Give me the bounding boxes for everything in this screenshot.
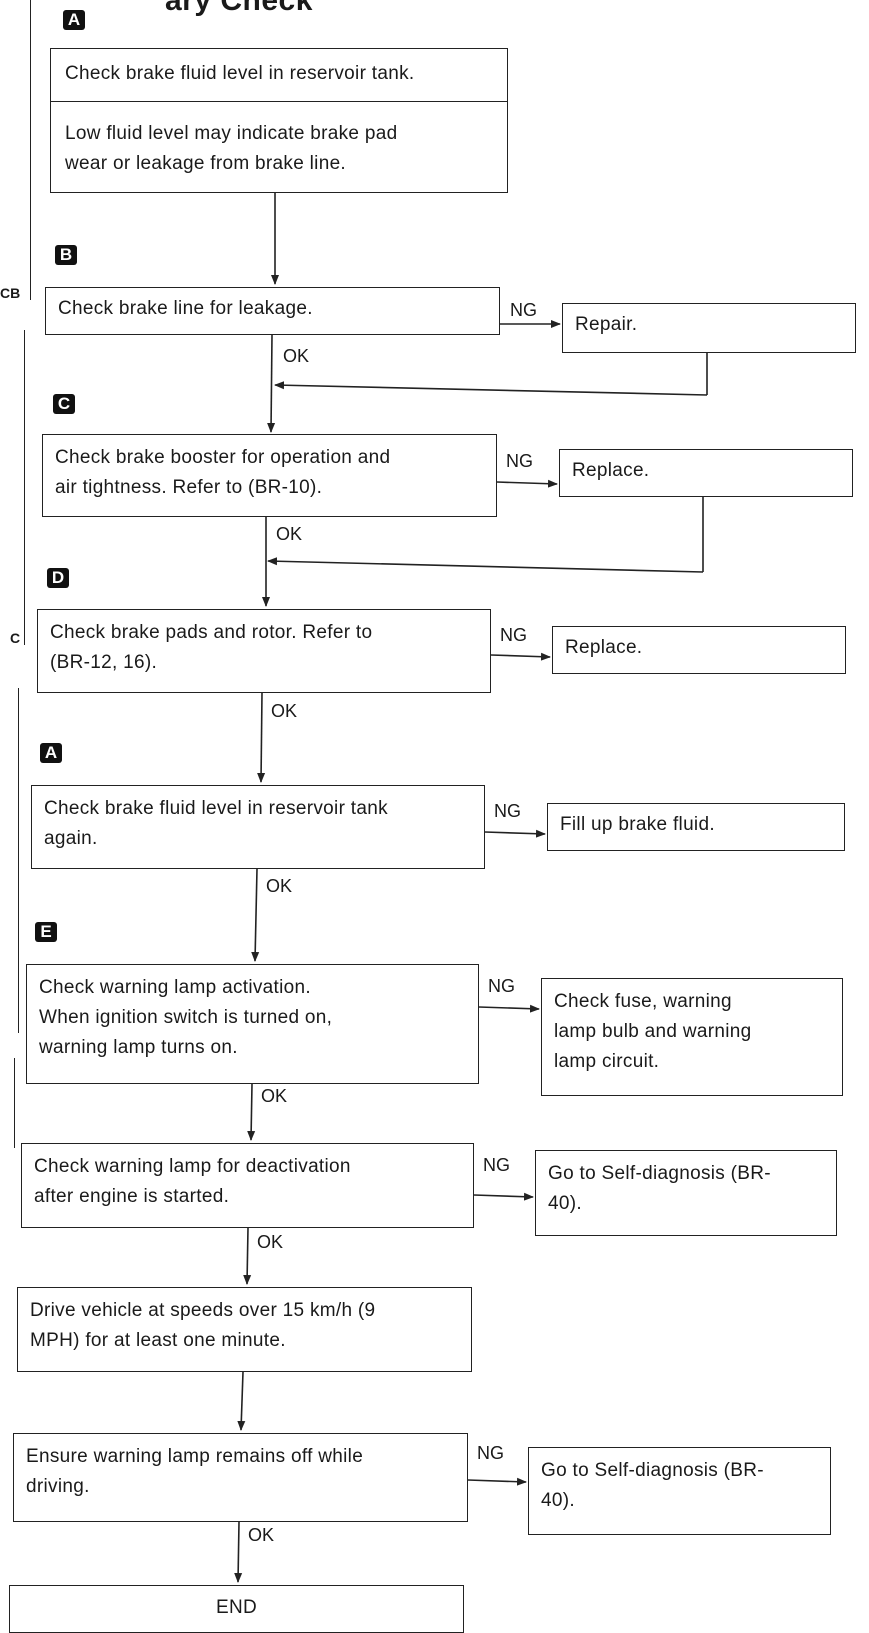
step-text: Fill up brake fluid. xyxy=(560,814,715,835)
step-text: after engine is started. xyxy=(34,1186,230,1207)
ng-label: NG xyxy=(500,625,527,645)
step-text: Go to Self-diagnosis (BR- xyxy=(541,1460,764,1481)
step-text: 40). xyxy=(541,1490,575,1511)
step-text: lamp circuit. xyxy=(554,1051,660,1072)
box-divider xyxy=(51,101,507,102)
step-replace-pads: Replace. xyxy=(552,626,846,674)
step-self-diagnosis: Go to Self-diagnosis (BR- 40). xyxy=(528,1447,831,1535)
step-text: Go to Self-diagnosis (BR- xyxy=(548,1163,771,1184)
step-text: Check brake fluid level in reservoir tan… xyxy=(44,798,388,819)
section-marker-b: B xyxy=(55,245,77,265)
step-check-lamp-activation: Check warning lamp activation. When igni… xyxy=(26,964,479,1084)
ng-label: NG xyxy=(494,801,521,821)
step-text: Check brake fluid level in reservoir tan… xyxy=(65,63,415,84)
step-text: Check brake booster for operation and xyxy=(55,447,391,468)
ok-label: OK xyxy=(248,1525,275,1545)
left-edge-fragment-c: C xyxy=(10,630,21,646)
step-text: Repair. xyxy=(575,314,638,335)
step-repair: Repair. xyxy=(562,303,856,353)
step-check-brake-booster: Check brake booster for operation and ai… xyxy=(42,434,497,517)
step-check-fuse-bulb-circuit: Check fuse, warning lamp bulb and warnin… xyxy=(541,978,843,1096)
step-text: Drive vehicle at speeds over 15 km/h (9 xyxy=(30,1300,376,1321)
step-text: Check warning lamp activation. xyxy=(39,977,311,998)
step-fill-brake-fluid: Fill up brake fluid. xyxy=(547,803,845,851)
step-drive-vehicle: Drive vehicle at speeds over 15 km/h (9 … xyxy=(17,1287,472,1372)
step-text: Replace. xyxy=(565,637,643,658)
ng-label: NG xyxy=(477,1443,504,1463)
step-text: Ensure warning lamp remains off while xyxy=(26,1446,364,1467)
ok-label: OK xyxy=(283,346,310,366)
section-marker-d: D xyxy=(47,568,69,588)
step-text: END xyxy=(215,1597,257,1618)
step-self-diagnosis: Go to Self-diagnosis (BR- 40). xyxy=(535,1150,837,1236)
step-note: Low fluid level may indicate brake pad xyxy=(65,123,398,144)
step-text: Check warning lamp for deactivation xyxy=(34,1156,351,1177)
step-text: When ignition switch is turned on, xyxy=(39,1007,333,1028)
step-check-brake-pads: Check brake pads and rotor. Refer to (BR… xyxy=(37,609,491,693)
step-check-fluid-level: Check brake fluid level in reservoir tan… xyxy=(50,48,508,193)
left-edge-rule xyxy=(14,1058,15,1148)
ng-label: NG xyxy=(510,300,537,320)
step-text: driving. xyxy=(26,1476,90,1497)
page-title: ary Check xyxy=(165,0,313,17)
ok-label: OK xyxy=(276,524,303,544)
ng-label: NG xyxy=(506,451,533,471)
left-edge-rule xyxy=(24,330,25,645)
step-text: air tightness. Refer to (BR-10). xyxy=(55,477,323,498)
step-text: warning lamp turns on. xyxy=(39,1037,238,1058)
step-text: Check brake line for leakage. xyxy=(58,298,313,319)
step-text: MPH) for at least one minute. xyxy=(30,1330,286,1351)
left-edge-fragment-cb: CB xyxy=(0,285,21,301)
step-replace-booster: Replace. xyxy=(559,449,853,497)
ok-label: OK xyxy=(261,1086,288,1106)
step-check-lamp-deactivation: Check warning lamp for deactivation afte… xyxy=(21,1143,474,1228)
step-text: lamp bulb and warning xyxy=(554,1021,752,1042)
step-ensure-lamp-off: Ensure warning lamp remains off while dr… xyxy=(13,1433,468,1522)
section-marker-e: E xyxy=(35,922,57,942)
step-text: again. xyxy=(44,828,98,849)
ng-label: NG xyxy=(488,976,515,996)
step-note: wear or leakage from brake line. xyxy=(65,153,347,174)
ng-label: NG xyxy=(483,1155,510,1175)
step-text: Check fuse, warning xyxy=(554,991,732,1012)
step-check-fluid-again: Check brake fluid level in reservoir tan… xyxy=(31,785,485,869)
section-marker-a: A xyxy=(63,10,85,30)
step-text: Check brake pads and rotor. Refer to xyxy=(50,622,373,643)
step-text: Replace. xyxy=(572,460,650,481)
left-edge-rule xyxy=(18,688,19,1033)
ok-label: OK xyxy=(257,1232,284,1252)
ok-label: OK xyxy=(266,876,293,896)
step-text: 40). xyxy=(548,1193,582,1214)
section-marker-a-again: A xyxy=(40,743,62,763)
step-text: (BR-12, 16). xyxy=(50,652,158,673)
section-marker-c: C xyxy=(53,394,75,414)
left-edge-rule xyxy=(30,0,31,300)
ok-label: OK xyxy=(271,701,298,721)
step-check-brake-line: Check brake line for leakage. xyxy=(45,287,500,335)
step-end: END xyxy=(9,1585,464,1633)
